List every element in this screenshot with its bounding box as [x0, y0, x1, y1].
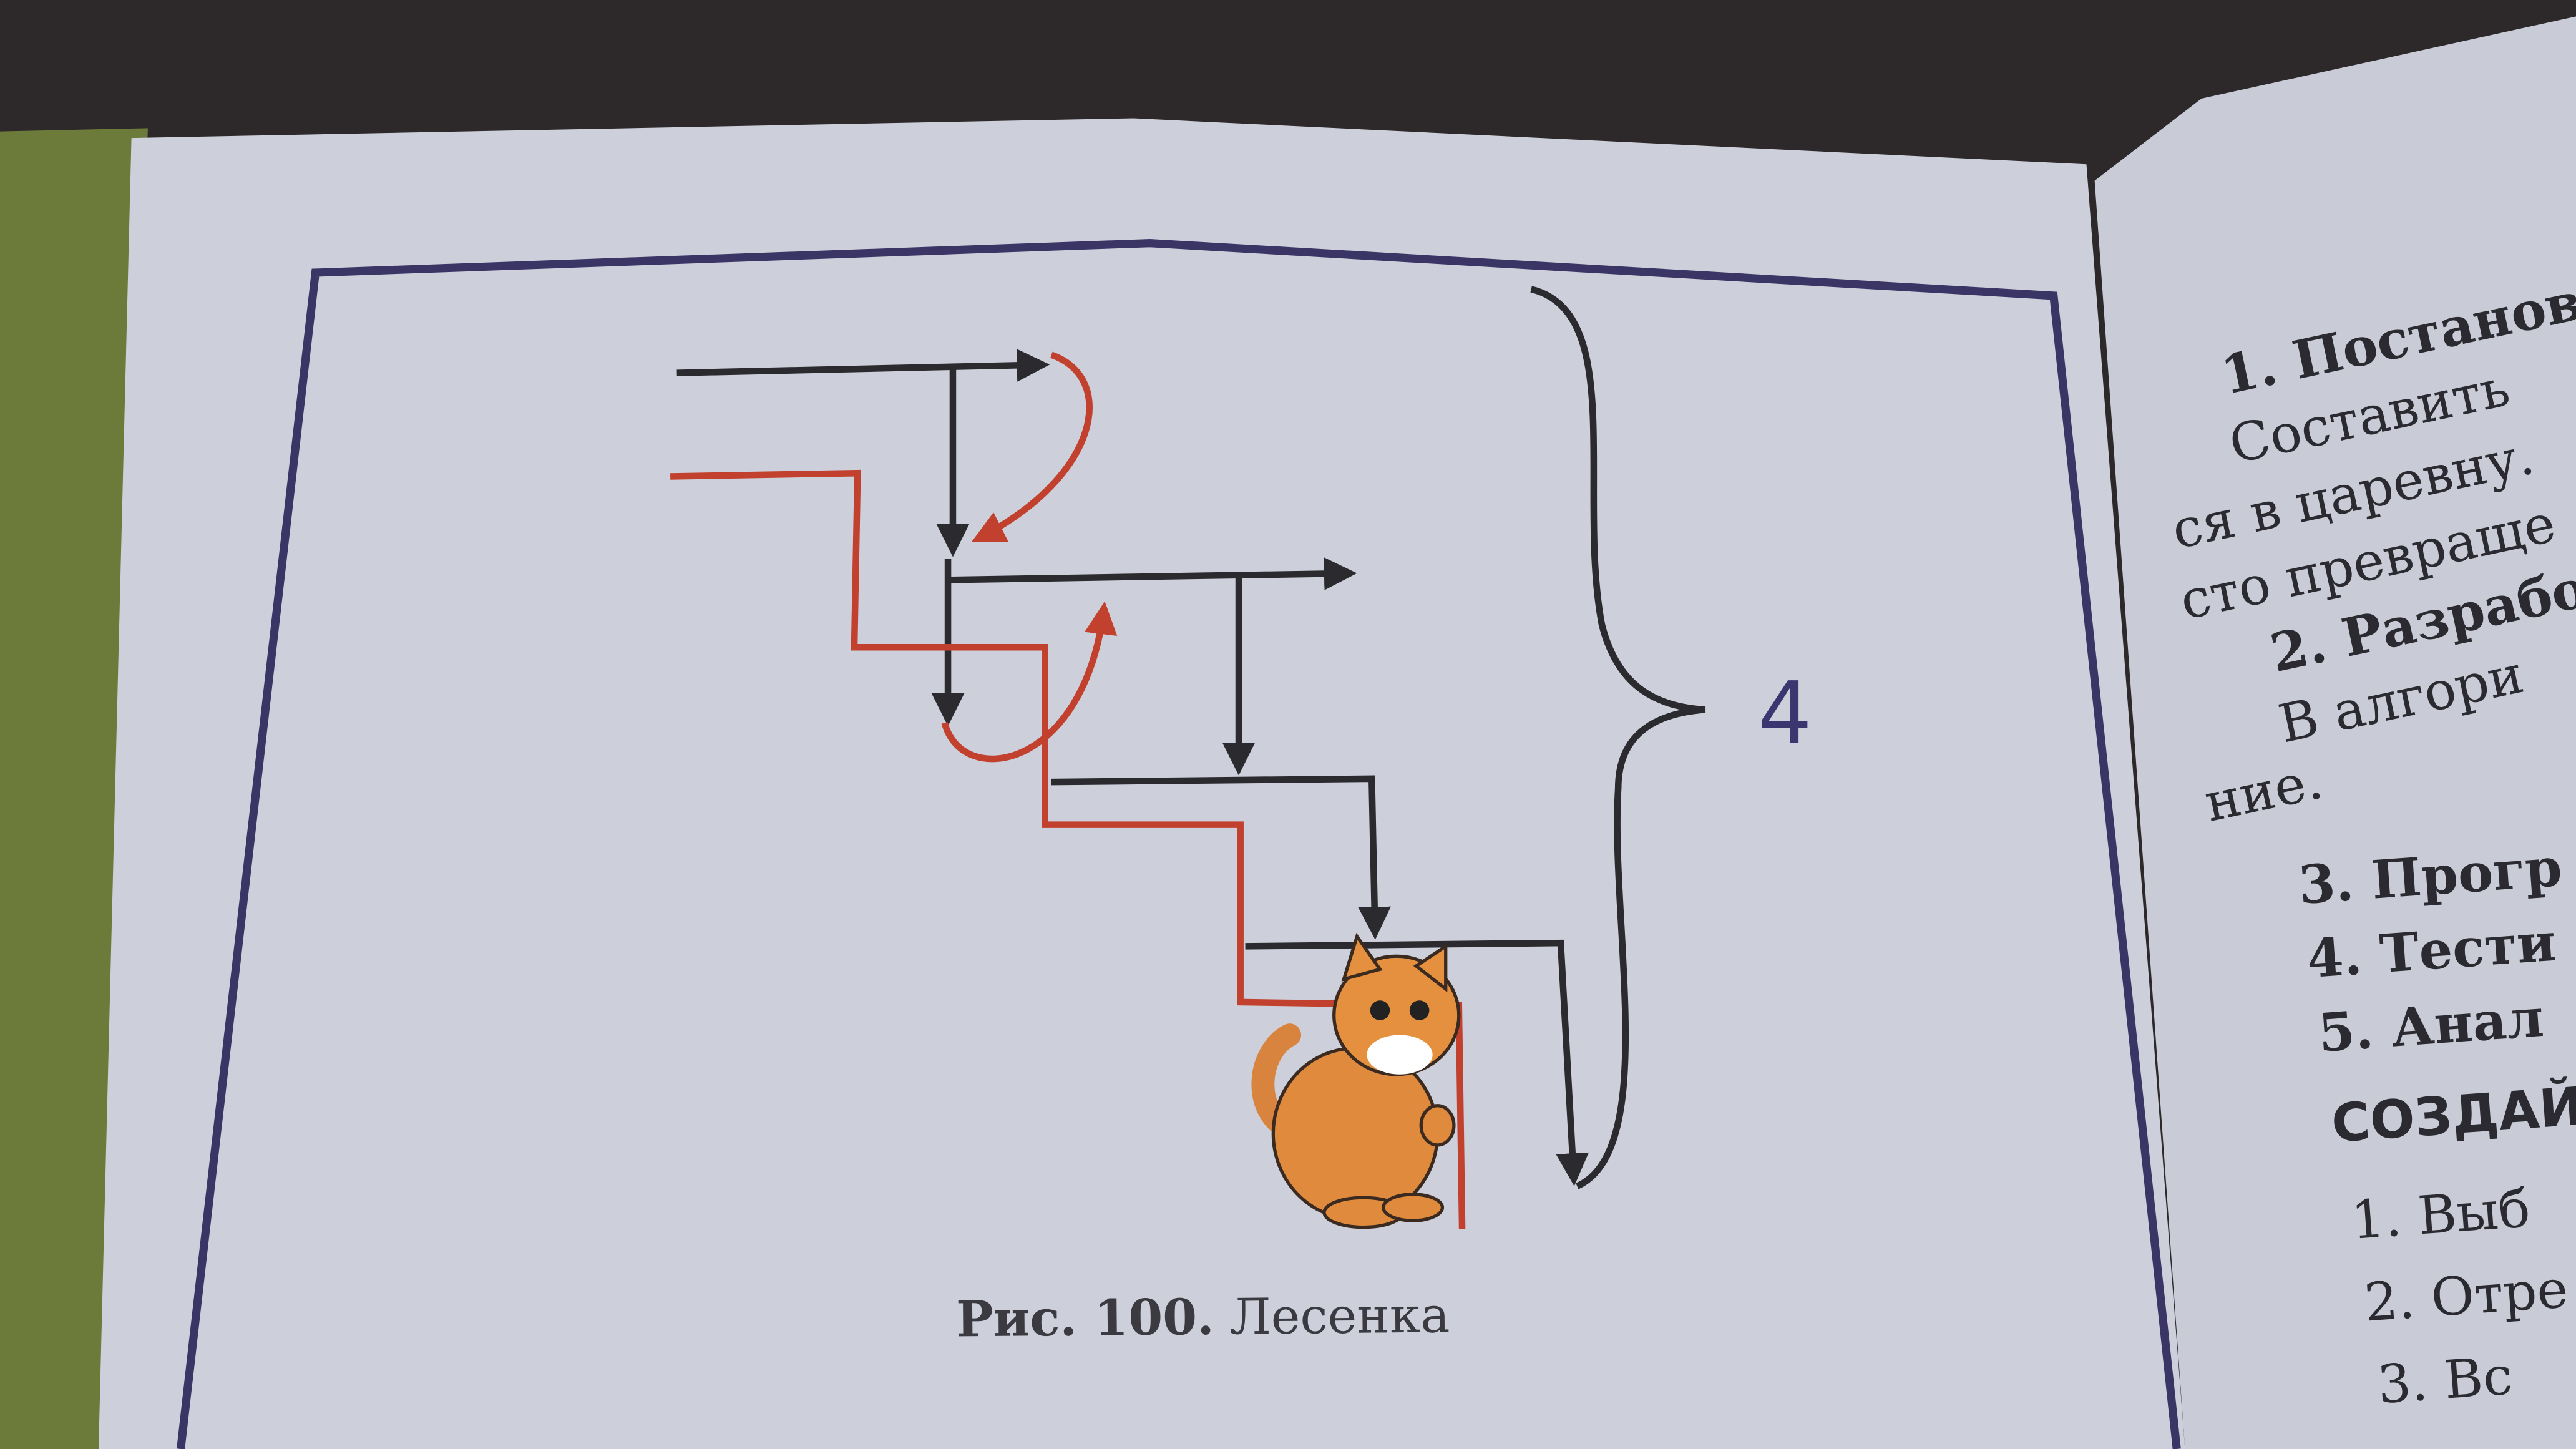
text-line: 2. Отре	[2363, 1258, 2570, 1334]
red-loop-arrow-2	[941, 601, 1118, 763]
curly-brace	[1530, 286, 1706, 1189]
red-loop-arrow-1	[972, 351, 1093, 542]
figure-caption: Рис. 100. Лесенка	[956, 1286, 1450, 1348]
cat-illustration	[1251, 932, 1461, 1229]
text-line: 3. Вс	[2376, 1345, 2515, 1415]
caption-title: Лесенка	[1229, 1286, 1450, 1345]
caption-number: Рис. 100.	[956, 1288, 1214, 1349]
figure-frame	[177, 239, 2181, 1449]
black-path	[676, 349, 1589, 1186]
right-page	[2094, 16, 2576, 1449]
right-page-text: 1. Постанов Составить ся в царевну. сто …	[2167, 270, 2576, 1415]
brace-label: 4	[1758, 664, 1812, 763]
text-line: 1. Выб	[2349, 1178, 2532, 1251]
